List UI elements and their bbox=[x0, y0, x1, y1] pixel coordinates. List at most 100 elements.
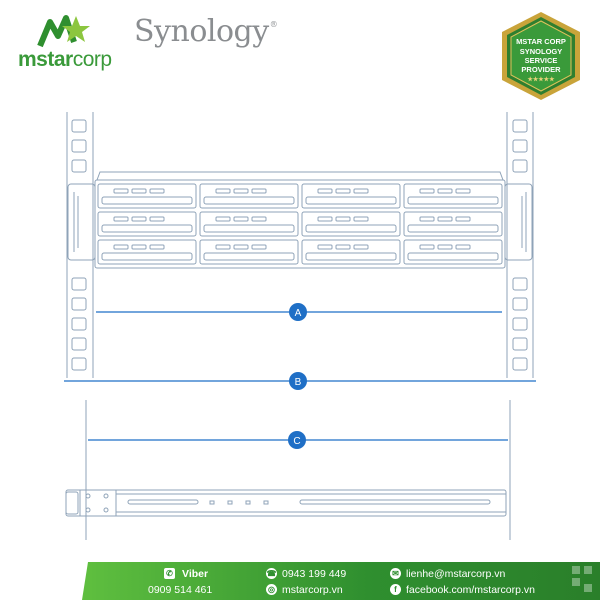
drive-bay-slot bbox=[317, 188, 333, 194]
marker-a: A bbox=[289, 303, 307, 321]
synology-text: Synology bbox=[134, 14, 269, 49]
drive-bay-slot bbox=[251, 244, 267, 250]
drive-bay-slot bbox=[113, 188, 129, 194]
drive-bay-slot bbox=[251, 188, 267, 194]
drive-bay-handle bbox=[101, 196, 193, 205]
phone-link[interactable]: 0943 199 449 bbox=[282, 568, 347, 580]
rack-dimension-diagram: A B C bbox=[64, 112, 536, 540]
drive-bay-handle bbox=[407, 252, 499, 261]
drive-bay-slot bbox=[317, 216, 333, 222]
email-link[interactable]: lienhe@mstarcorp.vn bbox=[406, 568, 506, 580]
drive-bay bbox=[199, 183, 299, 209]
rail-assembly bbox=[65, 400, 511, 540]
drive-bay bbox=[301, 183, 401, 209]
drive-bay-slot bbox=[215, 244, 231, 250]
viber-phone-link[interactable]: 0909 514 461 bbox=[148, 584, 213, 596]
marker-b-label: B bbox=[295, 377, 302, 388]
drive-bay-handle bbox=[305, 224, 397, 233]
mstarcorp-star-icon bbox=[37, 15, 90, 48]
drive-bay-slot bbox=[215, 216, 231, 222]
drive-bay-slot bbox=[419, 188, 435, 194]
drive-bay-slot bbox=[455, 216, 471, 222]
drive-bay-slot bbox=[317, 244, 333, 250]
drive-bay bbox=[301, 211, 401, 237]
drive-bay-slot bbox=[437, 244, 453, 250]
marker-c-label: C bbox=[293, 436, 300, 447]
drive-bay-slot bbox=[149, 188, 165, 194]
drive-bay-slot bbox=[419, 216, 435, 222]
drive-bay bbox=[199, 239, 299, 265]
drive-bay-slot bbox=[233, 244, 249, 250]
drive-bay-handle bbox=[407, 224, 499, 233]
left-rack-post bbox=[66, 112, 94, 378]
drive-bay-handle bbox=[203, 224, 295, 233]
drive-bay-handle bbox=[101, 252, 193, 261]
drive-bay bbox=[403, 183, 503, 209]
drive-bay-slot bbox=[149, 216, 165, 222]
drive-bay-handle bbox=[203, 196, 295, 205]
marker-b: B bbox=[289, 372, 307, 390]
drive-bay bbox=[97, 183, 197, 209]
marker-c: C bbox=[288, 431, 306, 449]
badge-line-2: SYNOLOGY bbox=[519, 47, 563, 56]
drive-bay-slot bbox=[233, 216, 249, 222]
drive-bay-slot bbox=[233, 188, 249, 194]
badge-line-4: PROVIDER bbox=[521, 65, 561, 74]
drive-bay-slot bbox=[335, 188, 351, 194]
drive-bay-slot bbox=[131, 244, 147, 250]
facebook-icon: f bbox=[390, 584, 401, 595]
drive-bay-slot bbox=[455, 244, 471, 250]
viber-label: Viber bbox=[182, 568, 209, 580]
corp-text: corp bbox=[72, 48, 112, 71]
drive-bay-slot bbox=[353, 216, 369, 222]
drive-bay-slot bbox=[251, 216, 267, 222]
badge-shield-icon bbox=[502, 12, 580, 100]
drive-bay bbox=[403, 239, 503, 265]
drive-bays bbox=[97, 183, 503, 265]
drive-bay-slot bbox=[353, 188, 369, 194]
drive-bay-slot bbox=[335, 244, 351, 250]
drive-bay-slot bbox=[437, 188, 453, 194]
registered-mark: ® bbox=[269, 20, 278, 29]
badge-stars: ★★★★★ bbox=[527, 77, 555, 83]
drive-bay bbox=[199, 211, 299, 237]
drive-bay-slot bbox=[113, 244, 129, 250]
viber-icon: ✆ bbox=[164, 568, 175, 579]
drive-bay-slot bbox=[353, 244, 369, 250]
nas-chassis bbox=[67, 171, 533, 269]
drive-bay-slot bbox=[149, 244, 165, 250]
footer-qr-decoration-icon bbox=[572, 566, 592, 592]
service-provider-badge: MSTAR CORP SYNOLOGY SERVICE PROVIDER ★★★… bbox=[498, 10, 584, 102]
badge-line-3: SERVICE bbox=[524, 56, 558, 65]
right-rack-post bbox=[506, 112, 534, 378]
drive-bay-slot bbox=[131, 188, 147, 194]
drive-bay-slot bbox=[455, 188, 471, 194]
drive-bay-handle bbox=[203, 252, 295, 261]
facebook-link[interactable]: facebook.com/mstarcorp.vn bbox=[406, 584, 535, 596]
mail-icon: ✉ bbox=[390, 568, 401, 579]
phone-icon: ☎ bbox=[266, 568, 277, 579]
drive-bay-handle bbox=[407, 196, 499, 205]
contact-footer: ✆ Viber 0909 514 461 ☎ 0943 199 449 ◎ ms… bbox=[82, 562, 600, 600]
drive-bay-slot bbox=[419, 244, 435, 250]
synology-logo: Synology® bbox=[134, 14, 278, 49]
drive-bay-slot bbox=[215, 188, 231, 194]
drive-bay bbox=[97, 239, 197, 265]
badge-line-1: MSTAR CORP bbox=[516, 37, 566, 46]
globe-icon: ◎ bbox=[266, 584, 277, 595]
drive-bay bbox=[301, 239, 401, 265]
marker-a-label: A bbox=[295, 308, 302, 319]
drive-bay bbox=[403, 211, 503, 237]
drive-bay-handle bbox=[305, 252, 397, 261]
drive-bay-handle bbox=[305, 196, 397, 205]
drive-bay-handle bbox=[101, 224, 193, 233]
website-link[interactable]: mstarcorp.vn bbox=[282, 584, 343, 596]
mstarcorp-logo: mstarcorp bbox=[18, 12, 128, 72]
drive-bay-slot bbox=[335, 216, 351, 222]
drive-bay bbox=[97, 211, 197, 237]
mstarcorp-wordmark: mstarcorp bbox=[18, 48, 112, 72]
drive-bay-slot bbox=[437, 216, 453, 222]
drive-bay-slot bbox=[131, 216, 147, 222]
drive-bay-slot bbox=[113, 216, 129, 222]
mstar-text: mstar bbox=[18, 48, 73, 71]
